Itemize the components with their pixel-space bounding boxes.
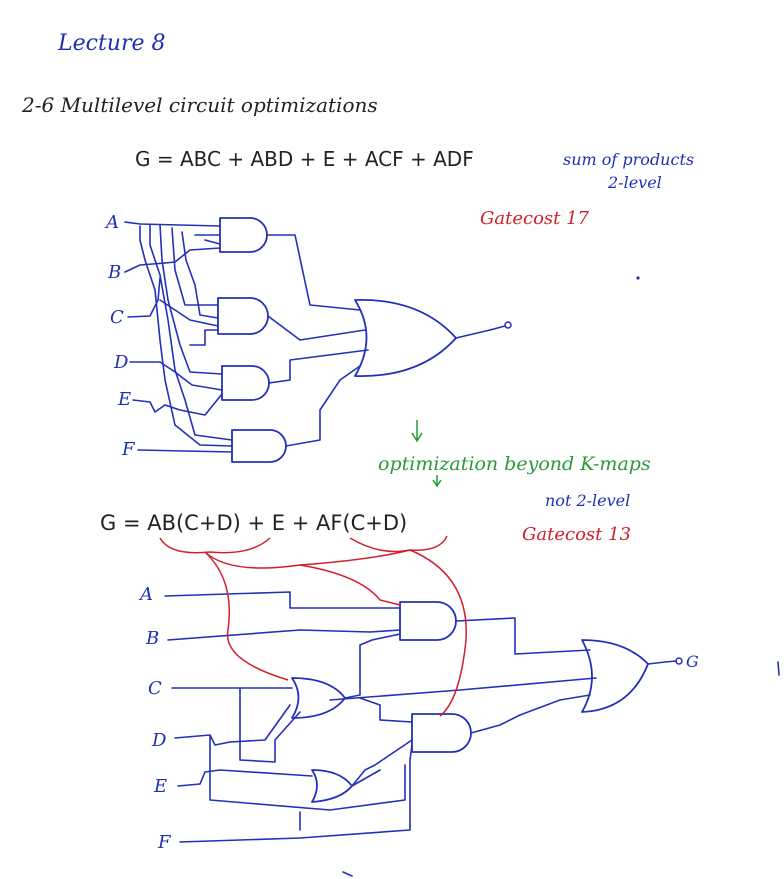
circuit2-input-a: A: [138, 584, 153, 605]
stray-mark: [343, 872, 352, 876]
section-heading: 2-6 Multilevel circuit optimizations: [21, 93, 378, 117]
and-gate-abc: [220, 218, 267, 252]
lecture-title: Lecture 8: [57, 31, 166, 56]
circuit2-input-labels: A B C D E F: [138, 584, 172, 853]
sop-note: sum of products: [563, 150, 694, 169]
circuit1-input-b: B: [107, 262, 121, 283]
circuit1-input-d: D: [113, 352, 129, 373]
output-terminal-1: [505, 322, 511, 328]
optimization-note: optimization beyond K-maps: [378, 453, 651, 475]
equation-multilevel: G = AB(C+D) + E + AF(C+D): [100, 511, 407, 535]
circuit2-input-e: E: [153, 776, 167, 797]
circuit1-input-labels: A B C D E F: [104, 212, 136, 460]
optimization-annotation: optimization beyond K-maps: [378, 420, 651, 486]
or-gate-output-1: [355, 300, 456, 376]
gatecost-13-label: Gatecost 13: [522, 524, 631, 545]
circuit2-multilevel: G: [165, 550, 699, 842]
edge-mark: [778, 662, 779, 675]
circuit1-input-f: F: [121, 439, 136, 460]
factor-underline-abcd: [160, 538, 270, 553]
not-two-level-note: not 2-level: [545, 491, 630, 510]
gatecost-17-label: Gatecost 17: [480, 208, 590, 229]
and-gate-adf: [232, 430, 286, 462]
equation-sop: G = ABC + ABD + E + ACF + ADF: [135, 147, 474, 171]
or-gate-output-2: [582, 640, 648, 712]
circuit1-input-a: A: [104, 212, 119, 233]
output-g-label: G: [686, 652, 699, 671]
circuit2-input-d: D: [151, 730, 167, 751]
stray-dot: [636, 276, 639, 279]
and-gate-ab-cd: [400, 602, 456, 640]
and-gate-af-cd: [412, 714, 471, 752]
circuit1-input-c: C: [110, 307, 124, 328]
factor-underline-afcd: [350, 536, 447, 552]
and-gate-abd: [218, 298, 268, 334]
and-gate-acf: [222, 366, 269, 400]
output-terminal-2: [676, 658, 682, 664]
circuit2-input-f: F: [157, 832, 172, 853]
circuit2-input-c: C: [148, 678, 162, 699]
circuit2-input-b: B: [145, 628, 159, 649]
circuit1-sop: [125, 218, 511, 462]
circuit1-input-e: E: [117, 389, 131, 410]
two-level-note: 2-level: [607, 173, 662, 192]
or-gate-e: [312, 770, 352, 802]
